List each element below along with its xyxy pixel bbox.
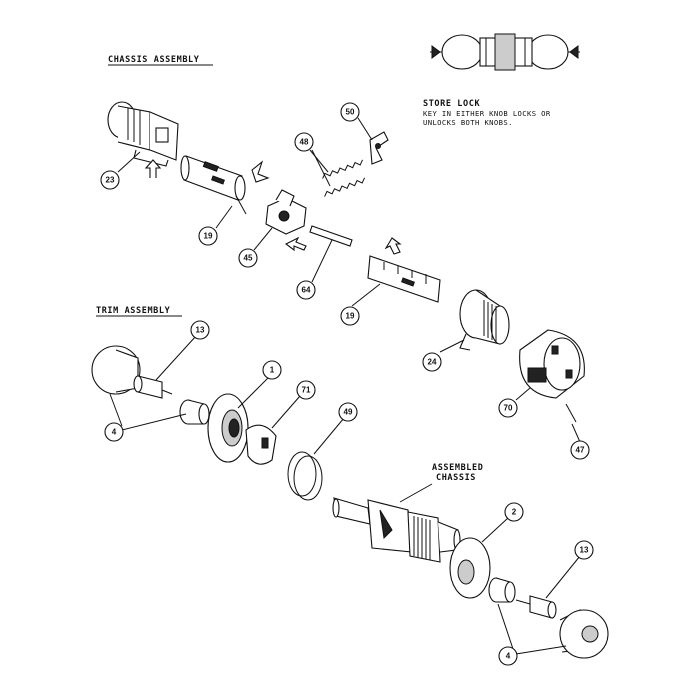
svg-text:13: 13 xyxy=(196,326,205,335)
callout-13-left: 13 xyxy=(190,320,210,340)
part-64-pin xyxy=(309,225,353,247)
svg-text:70: 70 xyxy=(504,404,513,413)
svg-text:48: 48 xyxy=(300,138,309,147)
assembled-chassis-label-line2: CHASSIS xyxy=(436,473,476,483)
part-4-sleeve-right xyxy=(488,577,516,603)
part-49-ring xyxy=(287,451,323,501)
callout-19-lower: 19 xyxy=(340,306,360,326)
svg-text:50: 50 xyxy=(346,108,355,117)
store-lock-line1: KEY IN EITHER KNOB LOCKS OR xyxy=(423,109,551,118)
callout-50: 50 xyxy=(340,102,360,122)
part-48-springs xyxy=(322,159,366,197)
callout-48: 48 xyxy=(294,132,314,152)
svg-text:45: 45 xyxy=(244,254,253,263)
callout-leaders xyxy=(109,117,581,655)
part-70-housing xyxy=(519,329,585,399)
part-23-chassis-frame xyxy=(107,101,179,178)
svg-text:19: 19 xyxy=(346,312,355,321)
callout-45: 45 xyxy=(238,248,258,268)
part-47-small-pin xyxy=(565,403,577,423)
assembled-lockset-thumbnail xyxy=(430,33,580,71)
callout-23: 23 xyxy=(100,170,120,190)
callout-2: 2 xyxy=(504,502,524,522)
trim-assembly-heading: TRIM ASSEMBLY xyxy=(96,306,171,316)
assembled-chassis xyxy=(332,497,461,563)
part-24-rose-hub xyxy=(459,289,510,351)
chassis-assembly-heading: CHASSIS ASSEMBLY xyxy=(108,55,200,65)
callout-49: 49 xyxy=(338,402,358,422)
knob-right xyxy=(559,609,609,659)
callout-64: 64 xyxy=(296,280,316,300)
callout-71: 71 xyxy=(296,380,316,400)
svg-text:71: 71 xyxy=(302,386,311,395)
part-19-spindle-tube-lower xyxy=(367,237,441,303)
direction-arrow-icon xyxy=(251,160,270,183)
part-45-cam-block xyxy=(265,189,307,252)
svg-text:23: 23 xyxy=(106,176,115,185)
callout-4-right: 4 xyxy=(498,646,518,666)
callout-4-left: 4 xyxy=(104,422,124,442)
direction-arrow-icon xyxy=(144,159,162,178)
assembled-chassis-label-line1: ASSEMBLED xyxy=(432,463,483,473)
direction-arrow-icon xyxy=(384,237,402,255)
part-71-clip xyxy=(245,424,277,465)
store-lock-line2: UNLOCKS BOTH KNOBS. xyxy=(423,118,513,127)
svg-text:24: 24 xyxy=(428,358,437,367)
part-4-sleeve-left xyxy=(179,399,210,425)
part-2-rose-right xyxy=(449,537,491,599)
store-lock-title: STORE LOCK xyxy=(423,99,480,109)
svg-text:4: 4 xyxy=(112,428,117,437)
part-50-lever-cam xyxy=(369,131,389,165)
part-1-rose xyxy=(207,393,249,463)
callout-19-upper: 19 xyxy=(198,226,218,246)
svg-text:19: 19 xyxy=(204,232,213,241)
svg-text:13: 13 xyxy=(580,546,589,555)
assembled-chassis-leader xyxy=(399,483,433,503)
svg-text:4: 4 xyxy=(506,652,511,661)
callout-70: 70 xyxy=(498,398,518,418)
direction-arrow-icon xyxy=(284,236,307,252)
svg-text:49: 49 xyxy=(344,408,353,417)
svg-text:2: 2 xyxy=(512,508,517,517)
svg-text:64: 64 xyxy=(302,286,311,295)
callout-24: 24 xyxy=(422,352,442,372)
callout-47: 47 xyxy=(570,440,590,460)
part-19-spindle-tube-upper xyxy=(180,155,270,215)
callout-13-right: 13 xyxy=(574,540,594,560)
svg-text:47: 47 xyxy=(576,446,585,455)
part-13-cylinder-right xyxy=(515,595,557,619)
part-13-cylinder-left xyxy=(133,375,173,399)
knob-left xyxy=(91,345,141,395)
svg-text:1: 1 xyxy=(270,366,275,375)
callout-1: 1 xyxy=(262,360,282,380)
